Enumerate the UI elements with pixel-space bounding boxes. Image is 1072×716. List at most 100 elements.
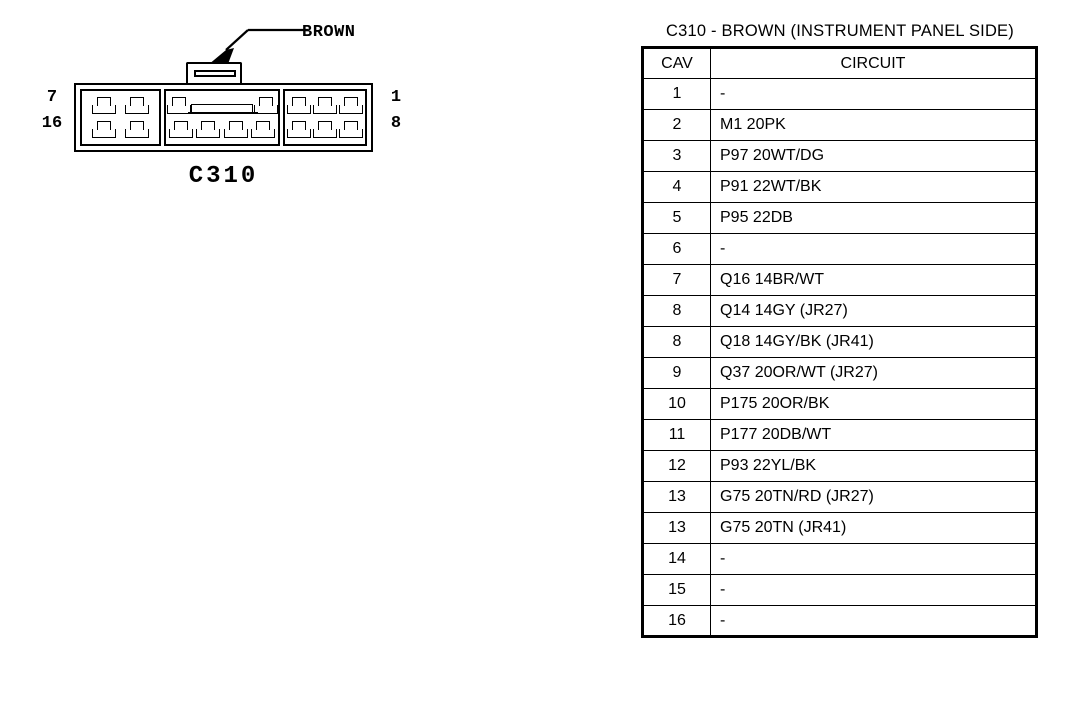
pin-row-top	[285, 95, 365, 117]
pinout-table-title: C310 - BROWN (INSTRUMENT PANEL SIDE)	[666, 22, 1014, 40]
pin-cavity	[287, 120, 312, 138]
cell-circuit: G75 20TN (JR41)	[710, 512, 1037, 545]
pin-cavity	[196, 120, 221, 138]
pin-cavity	[91, 120, 116, 138]
cell-cav: 16	[642, 605, 711, 638]
cell-circuit: P175 20OR/BK	[710, 388, 1037, 421]
cell-cav: 8	[642, 326, 711, 359]
cell-cav: 5	[642, 202, 711, 235]
cell-circuit: -	[710, 233, 1037, 266]
pin-row-top	[166, 95, 278, 117]
cavity-number-right-bottom: 8	[390, 114, 402, 133]
cell-circuit: P93 22YL/BK	[710, 450, 1037, 483]
cell-cav: 11	[642, 419, 711, 452]
cell-circuit: -	[710, 543, 1037, 576]
pin-row-bottom	[82, 118, 159, 140]
table-row: 6-	[642, 233, 1037, 266]
cell-circuit: -	[710, 605, 1037, 638]
cell-circuit: P91 22WT/BK	[710, 171, 1037, 204]
cell-cav: 12	[642, 450, 711, 483]
pinout-table-head: CAV CIRCUIT	[642, 47, 1037, 80]
pin-cavity	[91, 97, 116, 115]
cell-cav: 6	[642, 233, 711, 266]
column-header-cav: CAV	[642, 47, 711, 80]
connector-name-label: C310	[188, 163, 259, 190]
cell-cav: 14	[642, 543, 711, 576]
pin-cavity	[338, 120, 363, 138]
pin-cavity	[169, 120, 194, 138]
cavity-number-left-top: 7	[46, 88, 58, 107]
pin-cavity	[313, 97, 338, 115]
pin-cavity	[250, 120, 275, 138]
callout-leader-line-with-arrow	[208, 28, 308, 65]
cell-circuit: -	[710, 574, 1037, 607]
cavity-numbers-right: 1 8	[380, 85, 412, 137]
connector-body-shell	[74, 83, 373, 152]
cell-circuit: G75 20TN/RD (JR27)	[710, 481, 1037, 514]
pin-group-middle	[164, 89, 281, 146]
cell-circuit: P97 20WT/DG	[710, 140, 1037, 173]
pin-cavity	[253, 97, 278, 115]
pin-cavity	[223, 120, 248, 138]
table-row: 15-	[642, 574, 1037, 607]
cavity-numbers-left: 7 16	[36, 85, 68, 137]
connector-diagram: BROWN	[0, 0, 430, 220]
cell-cav: 2	[642, 109, 711, 142]
cell-cav: 10	[642, 388, 711, 421]
cell-cav: 15	[642, 574, 711, 607]
cell-cav: 3	[642, 140, 711, 173]
column-header-circuit: CIRCUIT	[710, 47, 1037, 80]
connector-locking-tab	[186, 62, 242, 85]
latch-slot	[188, 104, 259, 114]
pin-row-top	[82, 95, 159, 117]
pin-cavity	[313, 120, 338, 138]
pin-row-bottom	[166, 118, 278, 140]
cell-circuit: Q16 14BR/WT	[710, 264, 1037, 297]
cell-cav: 8	[642, 295, 711, 328]
cell-cav: 1	[642, 78, 711, 111]
cell-cav: 4	[642, 171, 711, 204]
cavity-number-left-bottom: 16	[41, 114, 63, 133]
pin-row-bottom	[285, 118, 365, 140]
pin-group-left	[80, 89, 161, 146]
cell-circuit: -	[710, 78, 1037, 111]
cavity-number-right-top: 1	[390, 88, 402, 107]
pin-cavity	[125, 120, 150, 138]
table-row: 16-	[642, 605, 1037, 638]
cell-circuit: Q14 14GY (JR27)	[710, 295, 1037, 328]
pin-cavity	[338, 97, 363, 115]
connector-cavity-area	[80, 89, 367, 146]
cell-circuit: M1 20PK	[710, 109, 1037, 142]
cell-circuit: P177 20DB/WT	[710, 419, 1037, 452]
pin-cavity	[166, 97, 191, 115]
table-row: 1-	[642, 78, 1037, 111]
cell-cav: 13	[642, 481, 711, 514]
cell-circuit: Q18 14GY/BK (JR41)	[710, 326, 1037, 359]
table-header-row: CAV CIRCUIT	[642, 47, 1037, 80]
pin-cavity	[287, 97, 312, 115]
connector-tab-slot	[194, 70, 236, 77]
cell-cav: 7	[642, 264, 711, 297]
cell-cav: 9	[642, 357, 711, 390]
connector-color-callout-label: BROWN	[302, 23, 356, 42]
cell-circuit: Q37 20OR/WT (JR27)	[710, 357, 1037, 390]
cell-circuit: P95 22DB	[710, 202, 1037, 235]
pin-cavity	[125, 97, 150, 115]
table-row: 14-	[642, 543, 1037, 576]
cell-cav: 13	[642, 512, 711, 545]
pinout-table-panel: C310 - BROWN (INSTRUMENT PANEL SIDE) CAV…	[641, 22, 1039, 639]
